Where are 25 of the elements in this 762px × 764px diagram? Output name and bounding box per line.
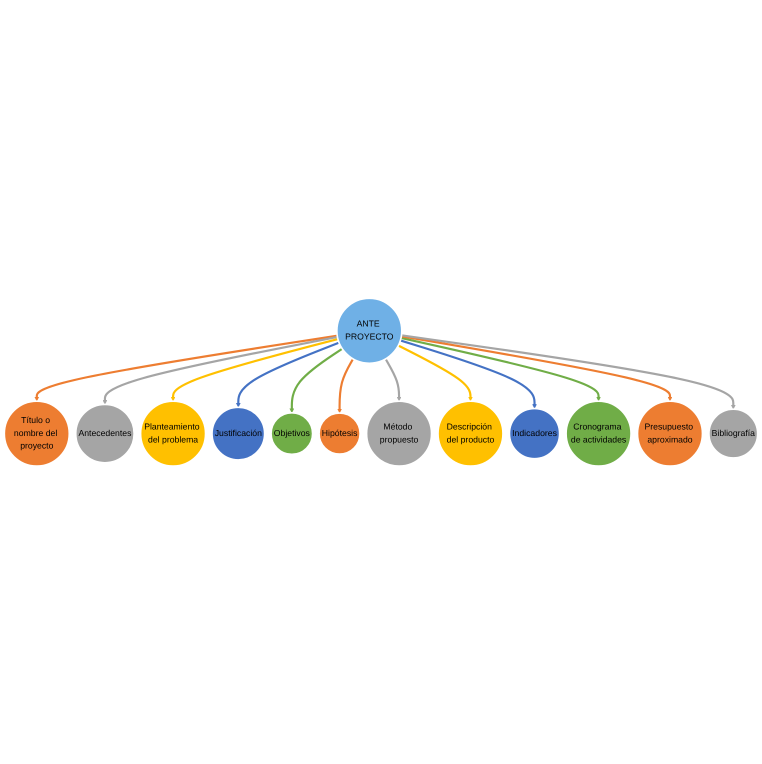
node-circle: Hipótesis [318,412,361,455]
node-circle: Descripción del producto [437,400,504,467]
node-circle: Presupuesto aproximado [636,400,704,467]
arrow [398,344,473,402]
node-circle: Cronograma de actividades [565,400,632,467]
arrow [400,336,601,402]
node-circle: Método propuesto [366,400,432,467]
arrow [401,334,736,410]
arrow [384,358,402,402]
node-circle: Bibliografía [708,408,758,459]
arrow [102,336,338,404]
node-circle: Justificación [211,406,266,460]
node-circle: Planteamiento del problema [140,400,206,467]
node-circle: Indicadores [508,408,560,460]
node-circle: ANTE PROYECTO [336,297,403,364]
arrow [401,335,672,402]
arrow [34,334,338,402]
node-circle: Objetivos [270,412,314,455]
node-circle: Antecedentes [74,403,135,464]
node-circle: Título o nombre del proyecto [4,400,70,467]
arrow [337,358,354,414]
arrow [170,338,338,402]
arrow [400,339,537,409]
arrow [289,348,343,413]
arrow [236,341,340,408]
